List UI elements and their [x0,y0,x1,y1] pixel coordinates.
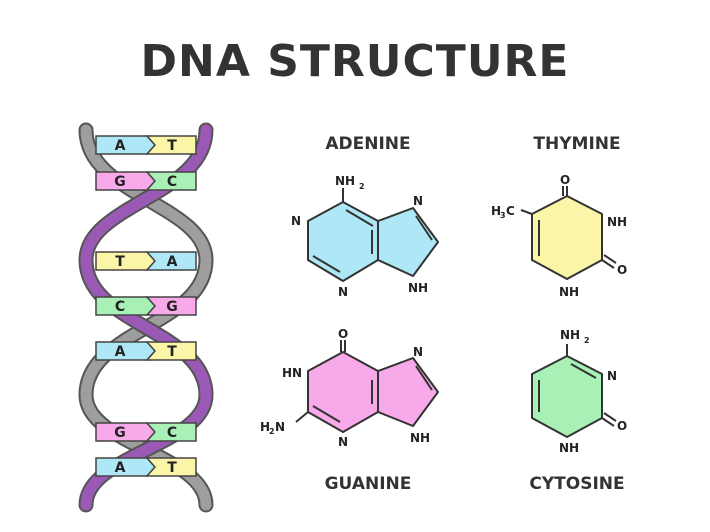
thymine-ch3-subscript: 3 [500,211,506,220]
base-letter-left: A [115,344,126,360]
page-title: DNA STRUCTURE [140,36,570,87]
guanine-hn: HN [282,366,302,380]
base-block-adenine [95,135,157,155]
guanine-h2n-n: N [275,420,285,434]
base-letter-right: A [167,254,178,270]
base-letter-left: C [115,299,125,315]
adenine-n-bottom: N [338,285,348,299]
base-letter-left: G [114,425,126,441]
adenine-nh2-subscript: 2 [359,182,365,191]
purple-strand-fill [80,124,212,511]
base-block-thymine [95,251,157,271]
guanine-double-bond [415,365,433,391]
base-block-thymine [145,457,197,477]
guanine-amine-bond [295,411,309,423]
base-block-cytosine [145,171,197,191]
adenine-label: ADENINE [325,134,411,154]
base-letter-right: T [167,344,177,360]
base-block-thymine [145,341,197,361]
base-letter-left: A [115,138,126,154]
guanine-label: GUANINE [324,474,412,494]
guanine-o-top: O [338,327,348,341]
thymine-o-right: O [617,263,627,277]
guanine-double-bond [312,405,341,423]
cytosine-n-right: N [607,369,617,383]
cytosine-label: CYTOSINE [529,474,625,494]
thymine-carbonyl-right [601,259,615,269]
guanine-h2n-subscript: 2 [269,427,275,436]
base-block-cytosine [145,422,197,442]
guanine-molecule: O N HN H 2 N N NH [260,327,439,449]
thymine-ch3-c: C [506,204,515,218]
adenine-nh2-atom: NH [335,174,355,188]
cytosine-carbonyl-2 [603,412,617,422]
guanine-five-ring [377,357,439,427]
guanine-nh: NH [410,431,430,445]
guanine-n-top: N [413,345,423,359]
cytosine-double-bond [570,363,597,379]
cytosine-molecule: NH 2 N O NH [531,328,627,455]
base-letter-left: G [114,174,126,190]
base-letter-right: G [166,299,178,315]
thymine-methyl-bond [520,209,533,215]
cytosine-nh-bottom: NH [559,441,579,455]
adenine-five-ring [377,207,439,277]
cytosine-nh2-subscript: 2 [584,336,590,345]
adenine-double-bond [345,209,374,227]
base-letter-left: T [115,254,125,270]
guanine-h2n-h: H [260,420,270,434]
base-block-adenine [95,341,157,361]
adenine-nh: NH [408,281,428,295]
base-block-thymine [145,135,197,155]
base-block-adenine [145,251,197,271]
cytosine-nh2-atom: NH [560,328,580,342]
thymine-molecule: O H 3 C NH O NH [491,173,627,299]
base-block-guanine [145,296,197,316]
adenine-double-bond [415,215,433,241]
cytosine-carbonyl [601,417,615,427]
adenine-molecule: NH 2 N N N NH [291,174,439,299]
base-letter-right: T [167,460,177,476]
adenine-n-left: N [291,214,301,228]
adenine-double-bond [312,255,341,273]
adenine-n-top: N [413,194,423,208]
base-block-cytosine [95,296,157,316]
base-letter-left: A [115,460,126,476]
thymine-carbonyl-right-2 [603,254,617,264]
cytosine-ring [531,355,603,438]
guanine-n-bottom: N [338,435,348,449]
base-letter-right: C [167,425,177,441]
guanine-ring-fill [308,352,378,432]
adenine-ring-fill [308,202,378,281]
base-block-adenine [95,457,157,477]
thymine-label: THYMINE [533,134,621,154]
thymine-o-top: O [560,173,570,187]
cytosine-o-right: O [617,419,627,433]
thymine-nh-bottom: NH [559,285,579,299]
thymine-ch3-h: H [491,204,501,218]
thymine-ring [531,195,603,280]
base-letter-right: C [167,174,177,190]
thymine-nh-right: NH [607,215,627,229]
base-letter-right: T [167,138,177,154]
